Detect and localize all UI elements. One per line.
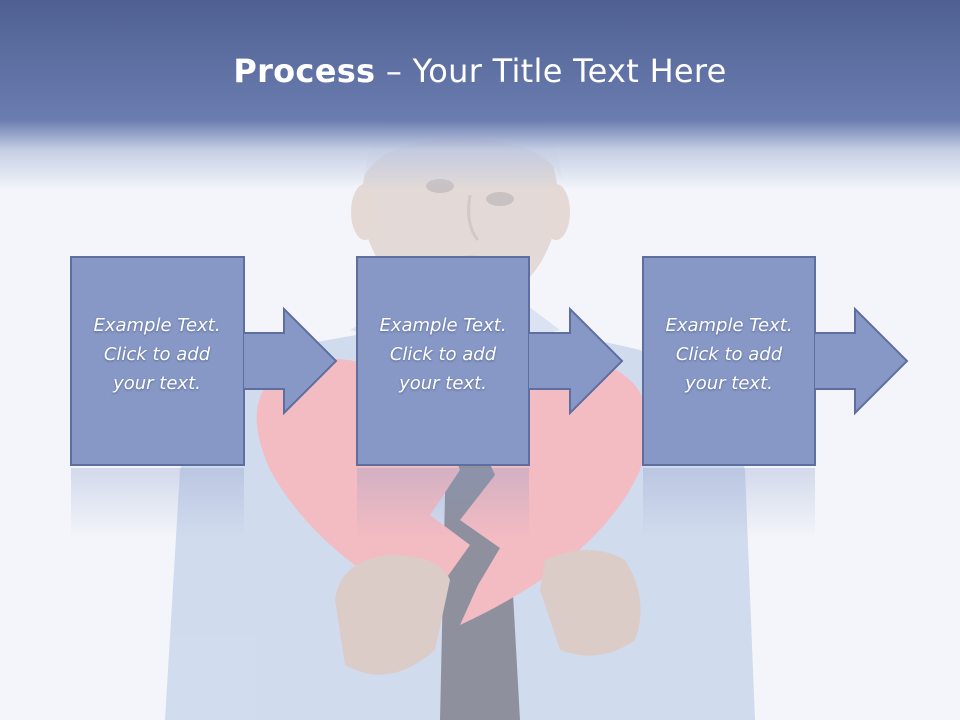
step-1-line-3: your text. — [113, 373, 201, 394]
step-3-text[interactable]: Example Text. Click to add your text. — [643, 311, 815, 398]
reflections — [71, 468, 815, 538]
step-2-box — [356, 256, 530, 466]
left-ear — [351, 184, 379, 240]
slide-title[interactable]: Process – Your Title Text Here — [0, 52, 960, 90]
process-step-3[interactable] — [642, 256, 909, 466]
title-rest-part: – Your Title Text Here — [375, 52, 727, 90]
step-1-box — [70, 256, 245, 466]
left-hand — [335, 555, 450, 675]
step-3-line-1: Example Text. — [665, 315, 793, 336]
title-bold-part: Process — [233, 52, 376, 90]
step-3-arrow-icon — [815, 306, 909, 416]
step-1-line-1: Example Text. — [93, 315, 221, 336]
step-2-arrow-icon — [529, 306, 624, 416]
right-eye — [486, 192, 514, 206]
step-2-reflection — [357, 468, 529, 538]
step-1-text[interactable]: Example Text. Click to add your text. — [71, 311, 243, 398]
process-step-1[interactable] — [70, 256, 338, 466]
step-1-line-2: Click to add — [103, 344, 211, 365]
step-1-reflection — [71, 468, 244, 538]
process-step-2[interactable] — [356, 256, 624, 466]
nose-line — [467, 194, 480, 241]
right-hand — [540, 550, 641, 656]
step-1-arrow-icon — [244, 306, 338, 416]
step-3-line-3: your text. — [685, 373, 773, 394]
step-2-line-2: Click to add — [389, 344, 497, 365]
title-band — [0, 0, 960, 190]
step-3-reflection — [643, 468, 815, 538]
step-2-line-3: your text. — [399, 373, 487, 394]
step-2-line-1: Example Text. — [379, 315, 507, 336]
right-ear — [542, 184, 570, 240]
step-3-line-2: Click to add — [675, 344, 783, 365]
step-3-box — [642, 256, 816, 466]
step-2-text[interactable]: Example Text. Click to add your text. — [357, 311, 529, 398]
